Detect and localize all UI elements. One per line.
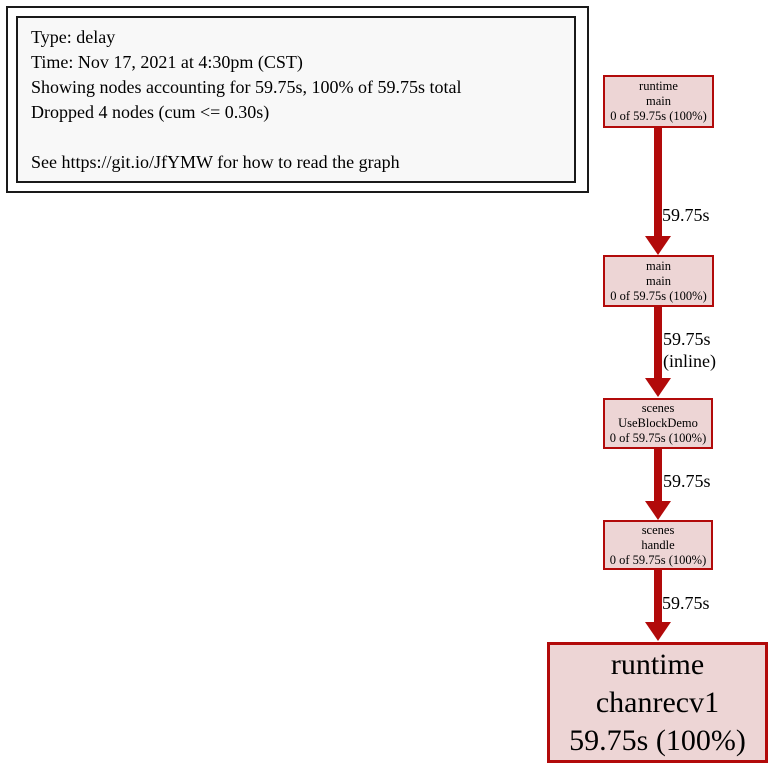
legend-line-blank — [31, 125, 566, 150]
edge-label: 59.75s — [663, 470, 711, 492]
legend-line-time: Time: Nov 17, 2021 at 4:30pm (CST) — [31, 52, 303, 72]
legend-line-type: Type: delay — [31, 27, 116, 47]
edge-arrow-shaft — [654, 128, 662, 239]
legend-cluster-box — [6, 6, 589, 193]
node-metric: 59.75s (100%) — [569, 723, 746, 757]
legend-line-showing: Showing nodes accounting for 59.75s, 100… — [31, 77, 462, 97]
node-function: main — [646, 273, 671, 288]
node-package: runtime — [639, 79, 678, 93]
node-package: runtime — [610, 647, 705, 681]
node-function: handle — [641, 537, 675, 552]
node-function: UseBlockDemo — [618, 416, 698, 430]
legend-box: Type: delay Time: Nov 17, 2021 at 4:30pm… — [16, 16, 576, 183]
node-runtime-chanrecv1[interactable]: runtime chanrecv1 59.75s (100%) — [547, 642, 768, 763]
node-package: scenes — [641, 401, 675, 415]
edge-label-value: 59.75s — [663, 471, 711, 491]
edge-arrowhead-icon — [645, 501, 671, 520]
edge-label: 59.75s (inline) — [663, 328, 716, 372]
edge-arrow-shaft — [654, 449, 662, 503]
node-package: main — [646, 258, 671, 273]
edge-arrow-shaft — [654, 307, 662, 381]
edge-label-annotation: (inline) — [663, 351, 716, 371]
node-scenes-useblockdemo[interactable]: scenes UseBlockDemo 0 of 59.75s (100%) — [603, 398, 713, 449]
node-metric: 0 of 59.75s (100%) — [609, 552, 707, 567]
node-function: chanrecv1 — [595, 685, 720, 719]
node-metric: 0 of 59.75s (100%) — [610, 109, 707, 123]
legend-line-dropped: Dropped 4 nodes (cum <= 0.30s) — [31, 102, 270, 122]
legend-line-help-url: See https://git.io/JfYMW for how to read… — [31, 152, 400, 172]
edge-label: 59.75s — [662, 592, 710, 614]
node-package: scenes — [641, 522, 675, 537]
edge-label-value: 59.75s — [663, 329, 711, 349]
edge-label-value: 59.75s — [662, 593, 710, 613]
edge-arrowhead-icon — [645, 622, 671, 641]
edge-label-value: 59.75s — [662, 205, 710, 225]
node-metric: 0 of 59.75s (100%) — [610, 288, 707, 303]
node-function: main — [646, 94, 671, 108]
node-main-main[interactable]: main main 0 of 59.75s (100%) — [603, 255, 714, 307]
edge-arrow-shaft — [654, 570, 662, 625]
node-scenes-handle[interactable]: scenes handle 0 of 59.75s (100%) — [603, 520, 713, 570]
edge-label: 59.75s — [662, 204, 710, 226]
edge-arrowhead-icon — [645, 236, 671, 255]
edge-arrowhead-icon — [645, 378, 671, 397]
node-runtime-main[interactable]: runtime main 0 of 59.75s (100%) — [603, 75, 714, 128]
node-metric: 0 of 59.75s (100%) — [609, 431, 707, 445]
